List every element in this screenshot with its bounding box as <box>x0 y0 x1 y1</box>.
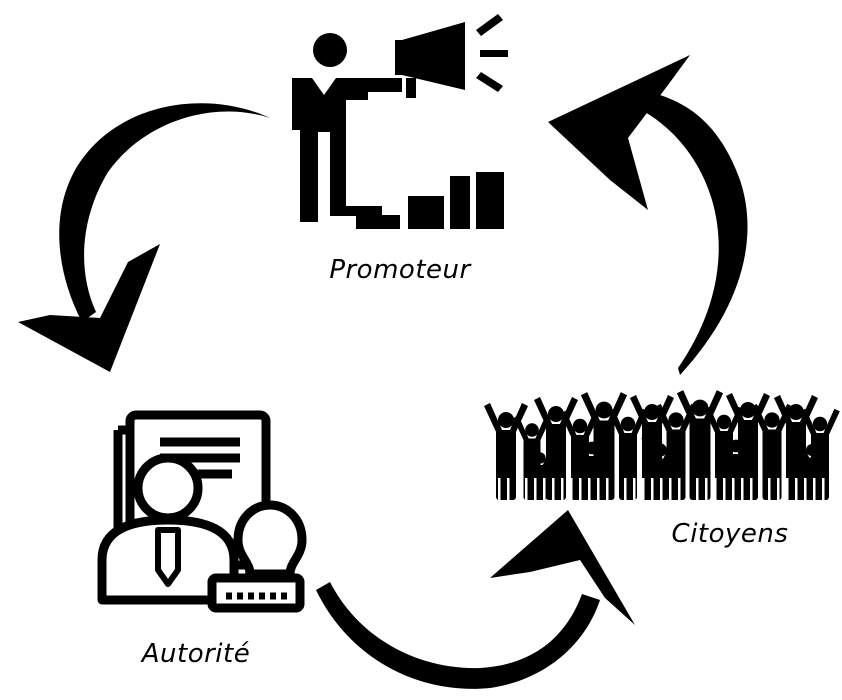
crowd-leg-gap <box>633 478 636 500</box>
crowd-leg-gap <box>525 478 528 500</box>
crowd-icon <box>484 390 840 500</box>
crowd-leg-gap <box>813 478 816 500</box>
crowd-leg-gap <box>831 478 834 500</box>
crowd-leg-gap <box>615 478 618 500</box>
crowd-leg-gap <box>804 478 807 500</box>
crowd-leg-gap <box>723 478 726 500</box>
crowd-leg-gap <box>777 478 780 500</box>
crowd-leg-gap <box>606 478 609 500</box>
crowd-leg-gap <box>696 478 699 500</box>
crowd-leg-gap <box>579 478 582 500</box>
crowd-leg-gap <box>822 478 825 500</box>
crowd-leg-gap <box>678 478 681 500</box>
crowd-leg-gap <box>660 478 663 500</box>
crowd-leg-gap <box>507 478 510 500</box>
official-document-stamp-icon <box>97 410 307 613</box>
crowd-leg-gap <box>786 478 789 500</box>
arrow-promoteur-to-autorite <box>18 103 271 372</box>
crowd-leg-gap <box>687 478 690 500</box>
crowd-person <box>484 403 528 500</box>
megaphone-speaker-stairs-icon <box>292 14 508 229</box>
node-label-citoyens: Citoyens <box>672 519 789 549</box>
crowd-leg-gap <box>498 478 501 500</box>
crowd-leg-gap <box>759 478 762 500</box>
crowd-leg-gap <box>516 478 519 500</box>
crowd-leg-gap <box>624 478 627 500</box>
crowd-leg-gap <box>642 478 645 500</box>
crowd-person <box>795 437 829 500</box>
crowd-leg-gap <box>543 478 546 500</box>
crowd-leg-gap <box>714 478 717 500</box>
crowd-leg-gap <box>705 478 708 500</box>
arrow-citoyens-to-promoteur <box>548 55 748 375</box>
crowd-leg-gap <box>741 478 744 500</box>
crowd-leg-gap <box>597 478 600 500</box>
crowd-leg-gap <box>651 478 654 500</box>
node-label-promoteur: Promoteur <box>329 255 472 285</box>
crowd-leg-gap <box>561 478 564 500</box>
arrow-autorite-to-citoyens <box>316 510 635 689</box>
crowd-leg-gap <box>588 478 591 500</box>
crowd-leg-gap <box>669 478 672 500</box>
crowd-leg-gap <box>768 478 771 500</box>
crowd-leg-gap <box>732 478 735 500</box>
crowd-leg-gap <box>750 478 753 500</box>
node-label-autorite: Autorité <box>140 639 250 669</box>
crowd-leg-gap <box>534 478 537 500</box>
crowd-leg-gap <box>570 478 573 500</box>
crowd-leg-gap <box>795 478 798 500</box>
crowd-leg-gap <box>552 478 555 500</box>
